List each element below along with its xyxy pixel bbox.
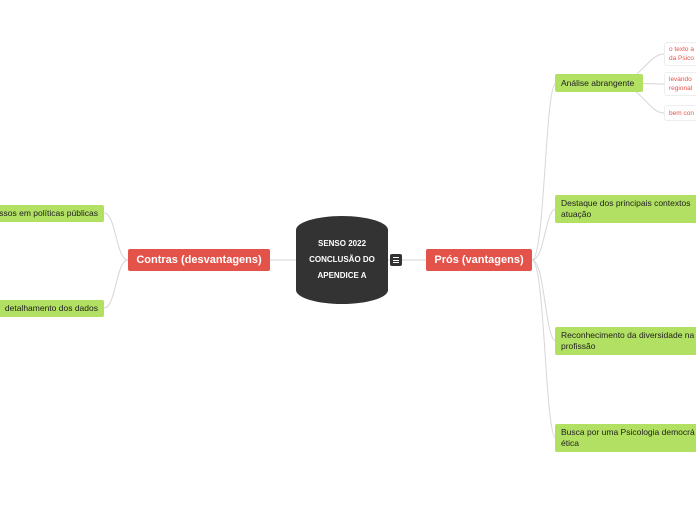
subtopic-label-line: Busca por uma Psicologia democrá	[561, 427, 695, 437]
subtopic-label-line: Destaque dos principais contextos	[561, 198, 691, 208]
central-topic-line: SENSO 2022	[317, 239, 367, 248]
subtopic-label: Análise abrangente	[561, 77, 635, 88]
subtopic-diversidade-profissao[interactable]: Reconhecimento da diversidade na profiss…	[555, 327, 696, 355]
central-topic-line: APENDICE A	[317, 271, 367, 280]
subtopic-label-line: profissão	[561, 341, 596, 351]
connector-right-3	[531, 259, 557, 342]
leaf-label-line: regional	[669, 85, 693, 92]
subtopic-label: detalhamento dos dados	[4, 303, 98, 313]
connector-left-1	[103, 212, 129, 261]
subtopic-label-line: Reconhecimento da diversidade na	[561, 330, 695, 340]
leaf-label-line: bem con	[669, 109, 694, 117]
connector-right-1	[531, 82, 557, 261]
subtopic-label-line: ética	[561, 438, 579, 448]
list-lines-icon[interactable]	[390, 254, 402, 266]
leaf-bem-con[interactable]: bem con	[664, 105, 696, 121]
leaf-label-line: levando	[669, 76, 692, 83]
central-topic[interactable]: SENSO 2022 CONCLUSÃO DO APENDICE A	[296, 216, 388, 304]
subtopic-label: ssos em políticas públicas	[0, 208, 98, 218]
connector-right-2	[531, 208, 557, 261]
leaf-label-line: o texto a	[669, 46, 694, 53]
topic-contras[interactable]: Contras (desvantagens)	[128, 249, 270, 271]
connector-left-2	[103, 259, 129, 309]
topic-contras-label: Contras (desvantagens)	[136, 254, 262, 266]
leaf-texto-psicologia[interactable]: o texto a da Psico	[664, 42, 696, 66]
subtopic-analise-abrangente[interactable]: Análise abrangente	[555, 74, 643, 92]
leaf-levando-regional[interactable]: levando regional	[664, 72, 696, 96]
topic-pros-label: Prós (vantagens)	[434, 254, 524, 266]
subtopic-destaque-contextos[interactable]: Destaque dos principais contextos atuaçã…	[555, 195, 696, 223]
subtopic-label-line: atuação	[561, 209, 592, 219]
subtopic-detalhamento-dados[interactable]: detalhamento dos dados	[0, 300, 104, 317]
topic-pros[interactable]: Prós (vantagens)	[426, 249, 532, 271]
subtopic-psicologia-democratica[interactable]: Busca por uma Psicologia democrá ética	[555, 424, 696, 452]
leaf-label-line: da Psico	[669, 55, 694, 62]
central-topic-line: CONCLUSÃO DO	[309, 255, 375, 264]
subtopic-politicas-publicas[interactable]: ssos em políticas públicas	[0, 205, 104, 222]
connector-right-4	[531, 259, 557, 439]
